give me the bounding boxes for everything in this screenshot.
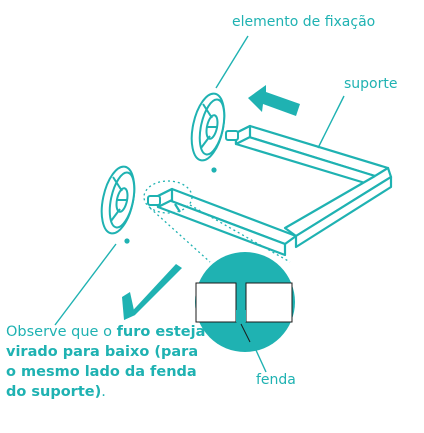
leader-lines bbox=[54, 35, 345, 373]
fixing-element-lower bbox=[100, 165, 136, 244]
note-intro: Observe que o bbox=[6, 324, 117, 340]
support-pins bbox=[147, 130, 239, 206]
zoom-detail bbox=[195, 252, 295, 352]
support-frame bbox=[156, 124, 393, 257]
note-end: . bbox=[101, 384, 106, 400]
label-support: suporte bbox=[344, 76, 398, 92]
zoom-indicator bbox=[143, 180, 291, 263]
label-slot: fenda bbox=[256, 372, 296, 388]
note-hole: furo bbox=[116, 324, 151, 340]
label-fixing-element: elemento de fixação bbox=[232, 14, 376, 30]
orientation-note: Observe que o furo esteja virado para ba… bbox=[6, 322, 211, 402]
note-emphasis: esteja virado para baixo (para o mesmo l… bbox=[6, 324, 206, 400]
arrow-left-icon bbox=[248, 85, 300, 116]
checkmark-icon bbox=[122, 264, 182, 320]
fixing-element-upper bbox=[190, 92, 226, 173]
